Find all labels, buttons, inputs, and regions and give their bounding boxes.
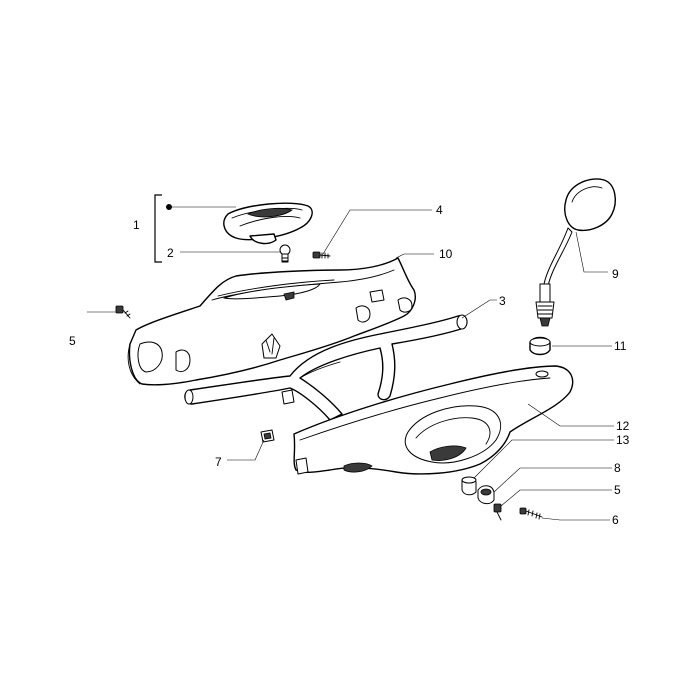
clip-part-7 [260,429,275,443]
callout-labels: 1 2 4 10 5 3 9 11 12 13 7 8 5 6 [69,203,630,527]
callout-7: 7 [215,455,222,469]
front-handlebar-cover-part [293,365,574,475]
mirror-part [535,178,616,327]
callout-2: 2 [167,246,174,260]
screw-part-6 [519,507,543,520]
bracket-1-2 [154,194,162,263]
callout-13: 13 [616,433,630,447]
callout-6: 6 [612,513,619,527]
bushing-part [461,476,477,496]
callout-5-lower: 5 [614,483,621,497]
screw-part-5-lower [493,503,502,521]
spacer-part [477,485,495,505]
callout-8: 8 [614,461,621,475]
leader-dot-1 [166,204,172,210]
callout-1: 1 [133,218,140,232]
screw-part-4 [312,251,331,259]
leader-lines [87,194,614,521]
handlebar-tube-part [184,314,468,421]
mirror-nut-part [529,336,551,356]
instrument-lens-part [223,202,313,245]
callout-3: 3 [499,294,506,308]
callout-11: 11 [614,339,627,353]
callout-9: 9 [612,267,619,281]
callout-12: 12 [616,419,630,433]
callout-5-upper: 5 [69,334,76,348]
screw-part-5-upper [115,305,131,319]
callout-10: 10 [439,247,453,261]
callout-4: 4 [436,203,443,217]
rear-handlebar-cover-part [127,257,416,386]
bulb-part [279,244,291,263]
